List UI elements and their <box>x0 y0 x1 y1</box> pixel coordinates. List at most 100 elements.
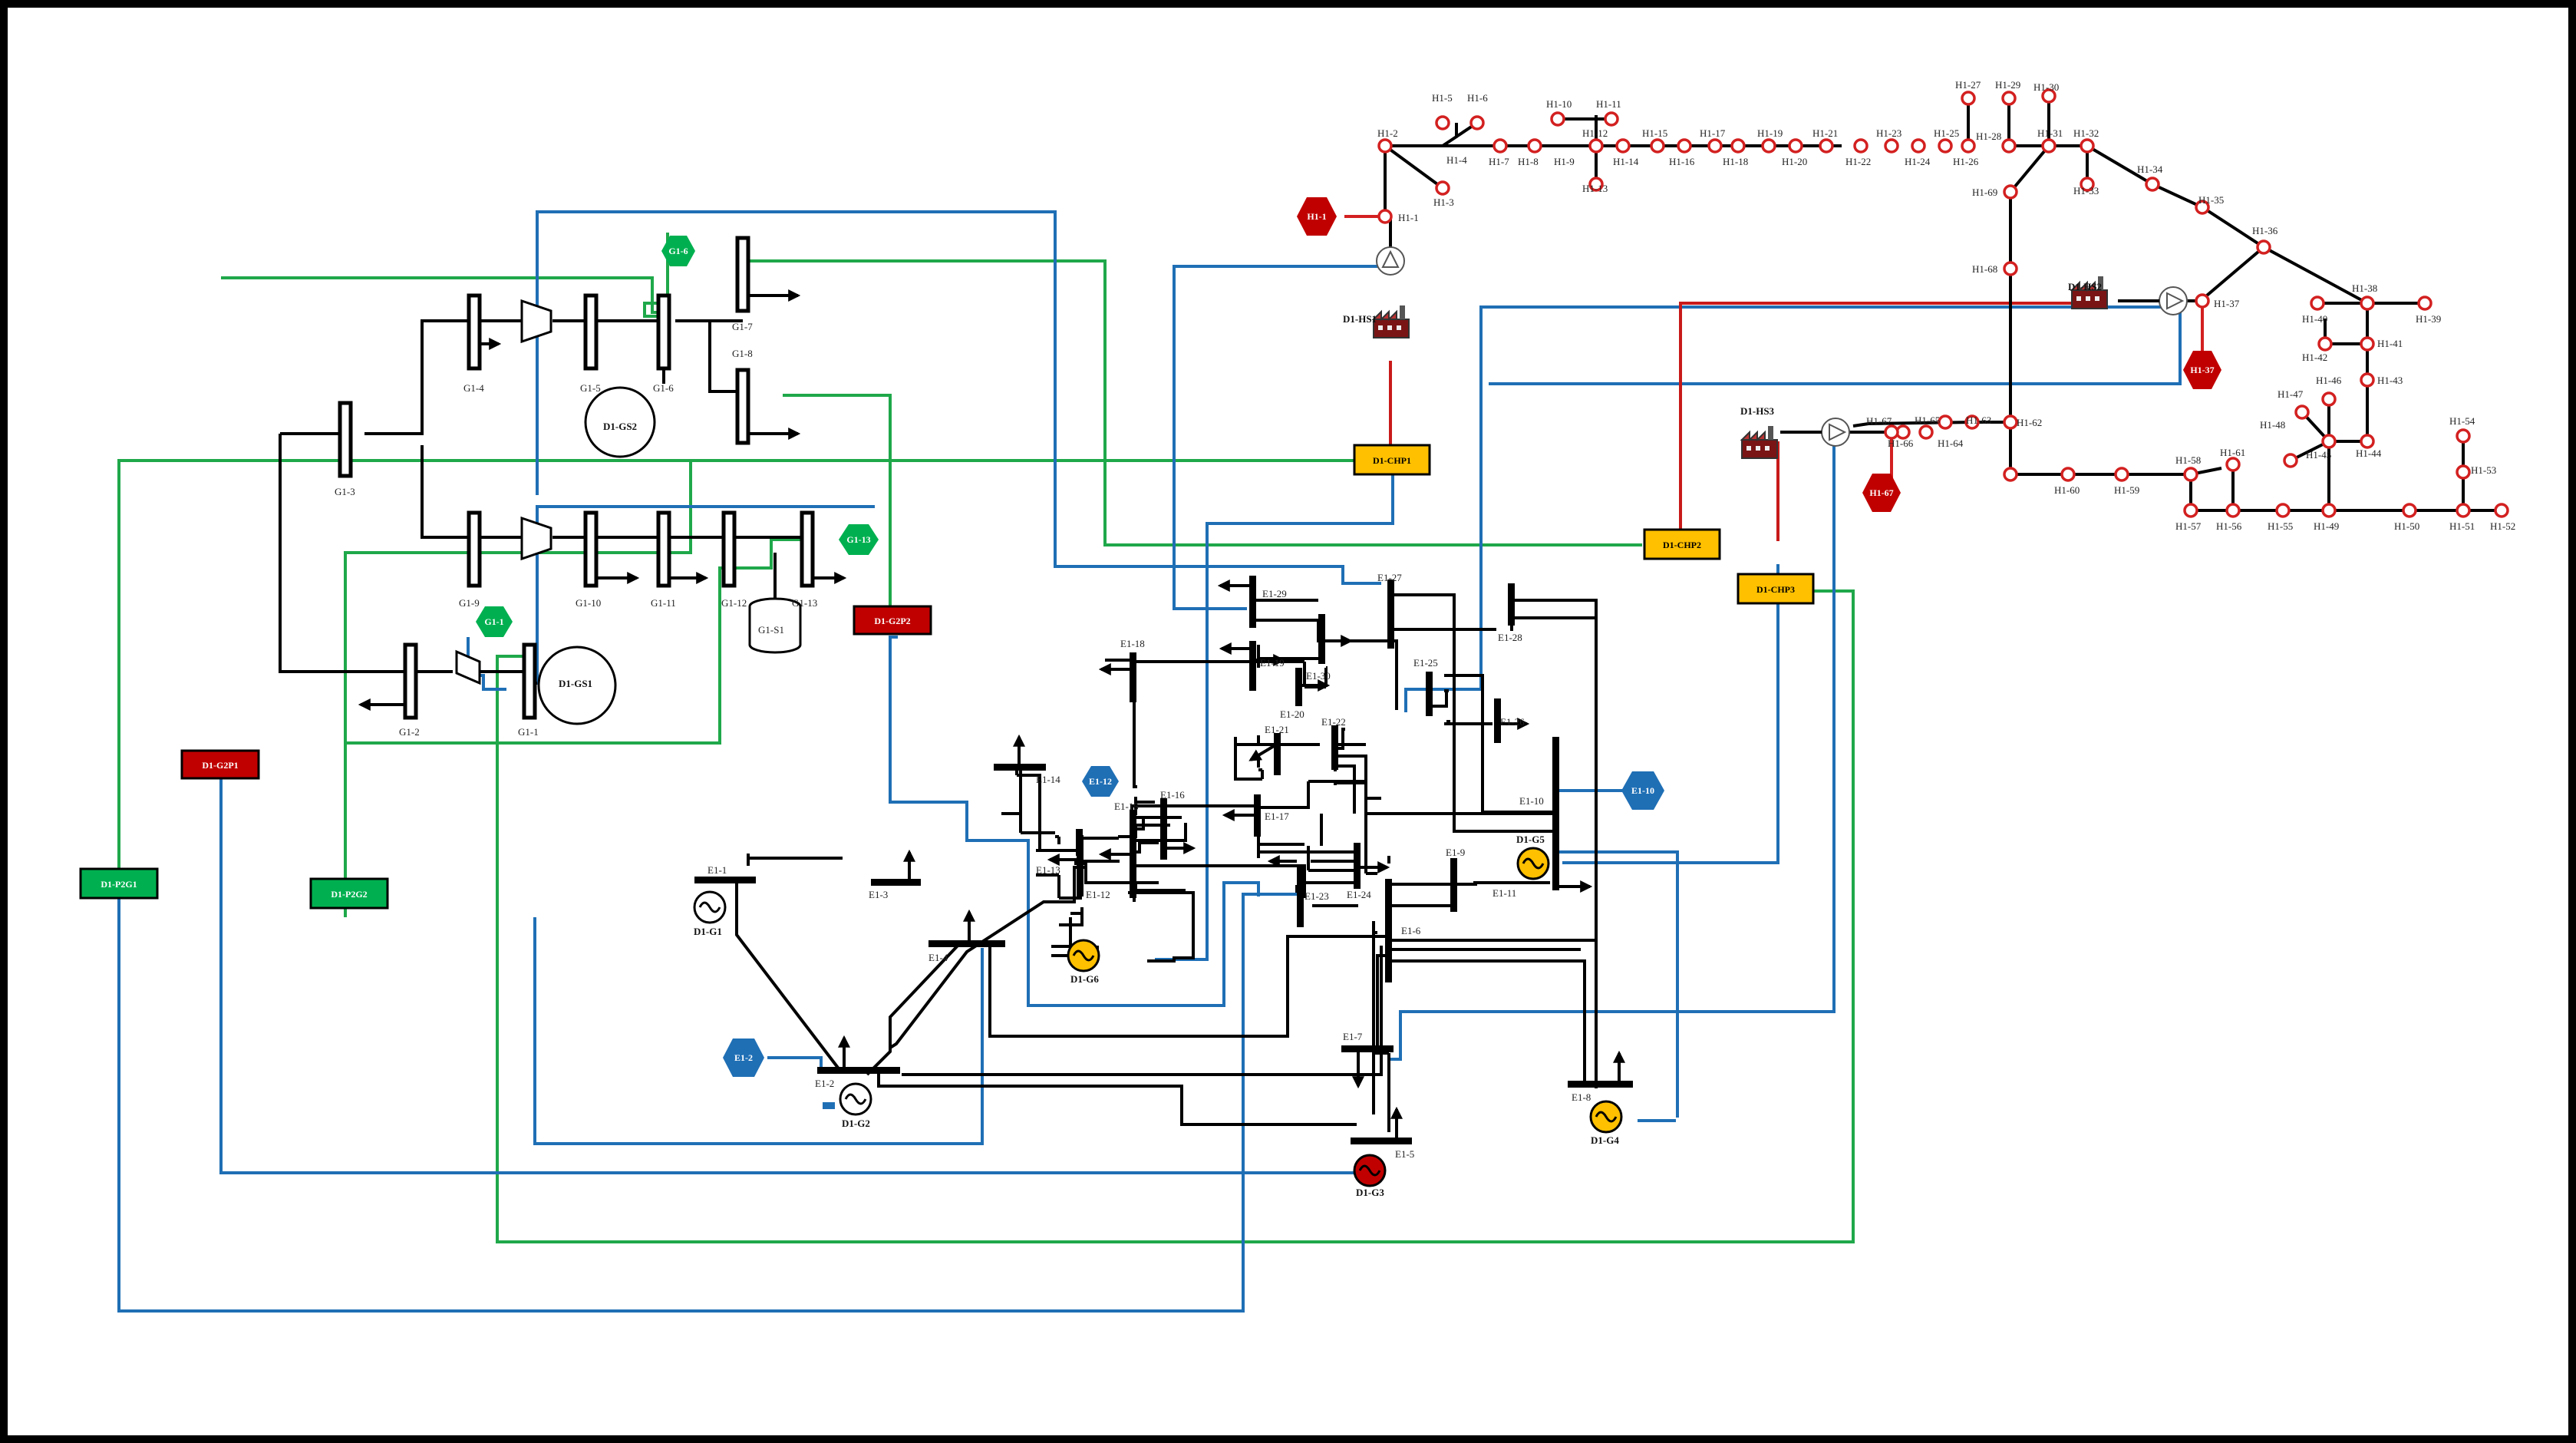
g2p2-label: D1-G2P2 <box>874 616 910 626</box>
label-g1-5: G1-5 <box>580 382 601 394</box>
label-e1-8: E1-8 <box>1572 1091 1591 1103</box>
label-g1-2: G1-2 <box>399 726 420 738</box>
label-e1-2: E1-2 <box>815 1078 834 1089</box>
label-h1-56: H1-56 <box>2216 520 2242 532</box>
compressor-icon <box>520 299 552 344</box>
elec-bus-e1-9 <box>1450 858 1457 912</box>
label-h1-67: H1-67 <box>1866 415 1892 427</box>
g2p2-box[interactable]: D1-G2P2 <box>853 605 932 636</box>
svg-text:E1-12: E1-12 <box>1089 776 1112 787</box>
tag-e1-2[interactable]: E1-2 <box>723 1038 764 1077</box>
tag-h1-67[interactable]: H1-67 <box>1862 474 1901 512</box>
gas-bus-g1-1 <box>522 642 537 720</box>
elec-bus-e1-4 <box>928 940 1005 947</box>
gas-bus-g1-13 <box>800 510 815 588</box>
label-h1-46: H1-46 <box>2316 375 2342 386</box>
label-h1-40: H1-40 <box>2302 313 2327 325</box>
chp1-box[interactable]: D1-CHP1 <box>1353 444 1431 476</box>
tag-g1-13[interactable]: G1-13 <box>839 524 879 555</box>
label-g1-3: G1-3 <box>335 486 355 497</box>
label-h1-11: H1-11 <box>1596 98 1621 110</box>
label-h1-29: H1-29 <box>1995 79 2020 91</box>
label-h1-44: H1-44 <box>2356 447 2382 459</box>
label-e1-16: E1-16 <box>1160 789 1185 801</box>
label-e1-11: E1-11 <box>1492 887 1516 899</box>
label-g1-13: G1-13 <box>792 597 817 609</box>
label-h1-16: H1-16 <box>1669 156 1695 167</box>
label-h1-32: H1-32 <box>2073 127 2099 139</box>
label-h1-43: H1-43 <box>2377 375 2403 386</box>
label-h1-5: H1-5 <box>1432 92 1453 104</box>
p2g1-box[interactable]: D1-P2G1 <box>79 867 159 900</box>
label-h1-54: H1-54 <box>2449 415 2475 427</box>
heat-nodes <box>1377 88 2509 518</box>
label-h1-24: H1-24 <box>1905 156 1931 167</box>
p2g1-label: D1-P2G1 <box>101 879 137 890</box>
heat-source-hs3-icon <box>1741 425 1778 459</box>
elec-bus-e1-1 <box>694 877 756 883</box>
label-g1-s1: G1-S1 <box>758 624 784 636</box>
label-h1-3: H1-3 <box>1433 196 1454 208</box>
label-h1-63: H1-63 <box>1966 414 1991 426</box>
elec-bus-e1-2 <box>817 1067 900 1074</box>
elec-bus-e1-21 <box>1318 614 1325 664</box>
label-g1-6: G1-6 <box>653 382 674 394</box>
label-d1-hs1: D1-HS1 <box>1343 313 1377 325</box>
label-h1-4: H1-4 <box>1446 154 1467 166</box>
label-h1-2: H1-2 <box>1377 127 1398 139</box>
label-gs1: D1-GS1 <box>559 678 592 689</box>
label-g1-1: G1-1 <box>518 726 539 738</box>
chp1-label: D1-CHP1 <box>1373 455 1411 466</box>
label-e1-7: E1-7 <box>1343 1031 1363 1042</box>
elec-bus-e1-19 <box>1249 641 1256 691</box>
coupling-devices: D1-CHP1 D1-CHP2 D1-CHP3 D1-G2P1 D1-G2P2 … <box>79 444 1815 910</box>
gas-bus-g1-8 <box>735 368 750 445</box>
electric-network: E1-1 E1-3 E1-4 E1-2 E1-5 E1-6 E1-7 E1-8 … <box>693 572 1633 1198</box>
tag-g1-1[interactable]: G1-1 <box>476 606 513 637</box>
label-d1-g6: D1-G6 <box>1070 973 1099 985</box>
label-e1-21: E1-21 <box>1265 724 1289 735</box>
label-h1-7: H1-7 <box>1489 156 1509 167</box>
label-h1-59: H1-59 <box>2114 484 2139 496</box>
label-h1-60: H1-60 <box>2054 484 2080 496</box>
label-d1-g3: D1-G3 <box>1356 1187 1384 1198</box>
svg-text:G1-1: G1-1 <box>484 616 503 627</box>
tag-h1-1[interactable]: H1-1 <box>1297 197 1337 236</box>
gas-bus-g1-7 <box>735 236 750 313</box>
tag-g1-6[interactable]: G1-6 <box>661 236 695 266</box>
elec-bus-e1-3 <box>871 879 921 886</box>
label-e1-4: E1-4 <box>928 952 948 963</box>
label-h1-31: H1-31 <box>2037 127 2063 139</box>
label-h1-48: H1-48 <box>2260 419 2285 431</box>
tag-e1-10[interactable]: E1-10 <box>1621 771 1664 810</box>
chp2-label: D1-CHP2 <box>1663 540 1701 550</box>
label-g1-11: G1-11 <box>651 597 676 609</box>
svg-text:E1-10: E1-10 <box>1631 785 1654 796</box>
label-e1-24: E1-24 <box>1347 889 1371 900</box>
label-e1-13: E1-13 <box>1036 864 1060 876</box>
label-h1-21: H1-21 <box>1812 127 1838 139</box>
hex-tags: G1-6 G1-13 G1-1 E1-12 E1-10 E1-2 H1-1 H <box>476 197 2221 1077</box>
label-gs2: D1-GS2 <box>603 421 637 432</box>
label-e1-27: E1-27 <box>1377 572 1402 583</box>
label-e1-29: E1-29 <box>1262 588 1287 599</box>
label-h1-18: H1-18 <box>1723 156 1748 167</box>
chp2-box[interactable]: D1-CHP2 <box>1643 528 1721 560</box>
g2p1-box[interactable]: D1-G2P1 <box>180 749 260 780</box>
label-e1-17: E1-17 <box>1265 811 1289 822</box>
elec-bus-e1-14 <box>994 764 1046 771</box>
chp3-box[interactable]: D1-CHP3 <box>1737 573 1815 605</box>
label-e1-5: E1-5 <box>1395 1148 1414 1160</box>
gas-bus-g1-10 <box>583 510 599 588</box>
label-h1-15: H1-15 <box>1642 127 1667 139</box>
label-h1-36: H1-36 <box>2252 225 2278 236</box>
label-e1-3: E1-3 <box>869 889 888 900</box>
tag-h1-37[interactable]: H1-37 <box>2183 351 2221 389</box>
p2g2-box[interactable]: D1-P2G2 <box>309 877 389 910</box>
label-d1-g5: D1-G5 <box>1516 834 1545 845</box>
label-e1-18: E1-18 <box>1120 638 1145 649</box>
tag-e1-12[interactable]: E1-12 <box>1082 766 1119 797</box>
elec-bus-e1-30 <box>1295 668 1302 706</box>
label-h1-51: H1-51 <box>2449 520 2475 532</box>
compressor-icon <box>520 516 552 561</box>
